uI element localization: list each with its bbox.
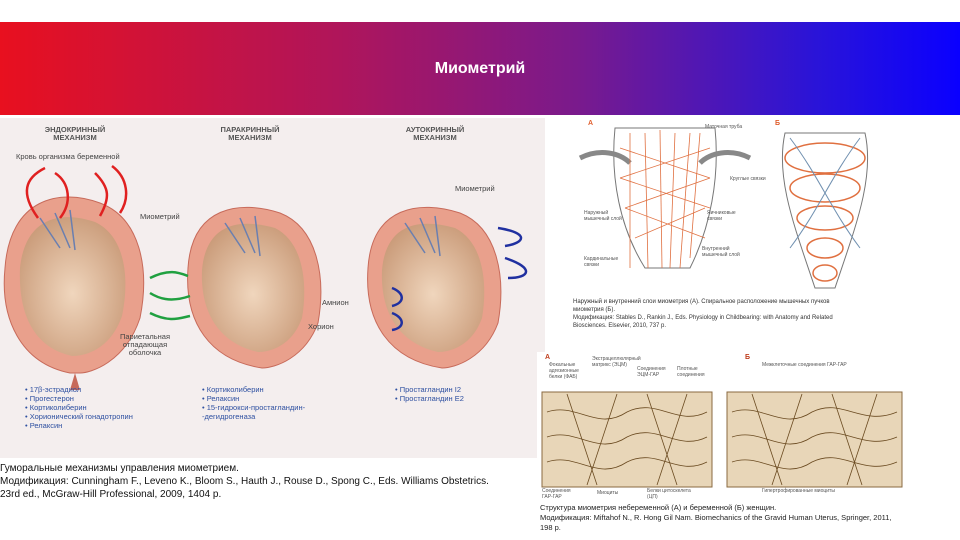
header-paracrine: ПАРАКРИННЫЙ МЕХАНИЗМ: [220, 125, 280, 142]
uterus-paracrine: [187, 206, 322, 369]
list-autocrine: • Простагландин I2 • Простагландин E2: [395, 385, 464, 403]
label-amnion: Амнион: [322, 298, 349, 307]
list-endocrine: • 17β-эстрадиол • Прогестерон • Кортикол…: [25, 385, 133, 430]
uterus-autocrine: [367, 206, 502, 369]
label-inner-layer: Внутренний мышечный слой: [702, 246, 740, 258]
label-tight-junctions: Плотные соединения: [677, 366, 705, 378]
label-outer-layer: Наружный мышечный слой: [584, 210, 622, 222]
list-paracrine: • Кортиколиберин • Релаксин • 15-гидрокс…: [202, 385, 306, 421]
label-fallopian-tube: Маточная труба: [705, 124, 743, 130]
left-caption: Гуморальные механизмы управления миометр…: [0, 463, 489, 500]
title-banner: [0, 22, 960, 115]
marker-b-bottom: Б: [745, 354, 751, 361]
uterus-layers-illustration: [578, 127, 869, 289]
header-autocrine: АУТОКРИННЫЙ МЕХАНИЗМ: [405, 125, 465, 142]
right-top-caption: Наружный и внутренний слои миометрия (А)…: [573, 299, 833, 329]
label-round-ligaments: Круглые связки: [730, 176, 766, 182]
label-gar-gar-junctions: Межклеточные соединения ГАР-ГАР: [762, 362, 847, 368]
humoral-mechanisms-figure: ЭНДОКРИННЫЙ МЕХАНИЗМ ПАРАКРИННЫЙ МЕХАНИЗ…: [0, 118, 545, 458]
label-cytoskeleton: Белки цитоскелета (ЦП): [647, 488, 691, 500]
uterus-illustration: [3, 165, 528, 390]
myocyte-network-illustration: [541, 391, 903, 488]
header-endocrine: ЭНДОКРИННЫЙ МЕХАНИЗМ: [44, 125, 106, 142]
label-parietal-decidua: Париетальная отпадающая оболочка: [119, 332, 171, 357]
myometrium-structure-figure: А Б Фокальные адгезионные белки (ФАБ) Эк…: [537, 352, 905, 500]
label-ecm-gar: Соединения ЭЦМ-ГАР: [637, 366, 666, 378]
label-chorion: Хорион: [308, 322, 334, 331]
marker-b-top: Б: [775, 120, 781, 127]
label-myometrium-1: Миометрий: [140, 212, 180, 221]
right-bottom-caption: Структура миометрия небеременной (А) и б…: [540, 503, 892, 532]
label-ovarian-ligaments: Яичниковые связки: [707, 210, 736, 222]
label-focal-adhesion: Фокальные адгезионные белки (ФАБ): [549, 362, 579, 380]
myometrium-layers-figure: А Б Маточная труба Круглые связки Наружн…: [570, 118, 910, 298]
label-myocytes: Миоциты: [597, 490, 619, 496]
label-hypertrophied-myocytes: Гипертрофированные миоциты: [762, 488, 835, 494]
uterus-endocrine: [3, 196, 145, 390]
label-cardinal-ligaments: Кардинальные связки: [584, 256, 619, 268]
marker-a-top: А: [588, 120, 594, 127]
label-maternal-blood: Кровь организма беременной: [16, 152, 120, 161]
slide-title: Миометрий: [434, 60, 526, 77]
label-ecm: Экстрацеллюлярный матрикс (ЭЦМ): [592, 356, 641, 368]
label-gar-gar: Соединения ГАР-ГАР: [542, 488, 571, 500]
label-myometrium-2: Миометрий: [455, 184, 495, 193]
marker-a-bottom: А: [545, 354, 551, 361]
